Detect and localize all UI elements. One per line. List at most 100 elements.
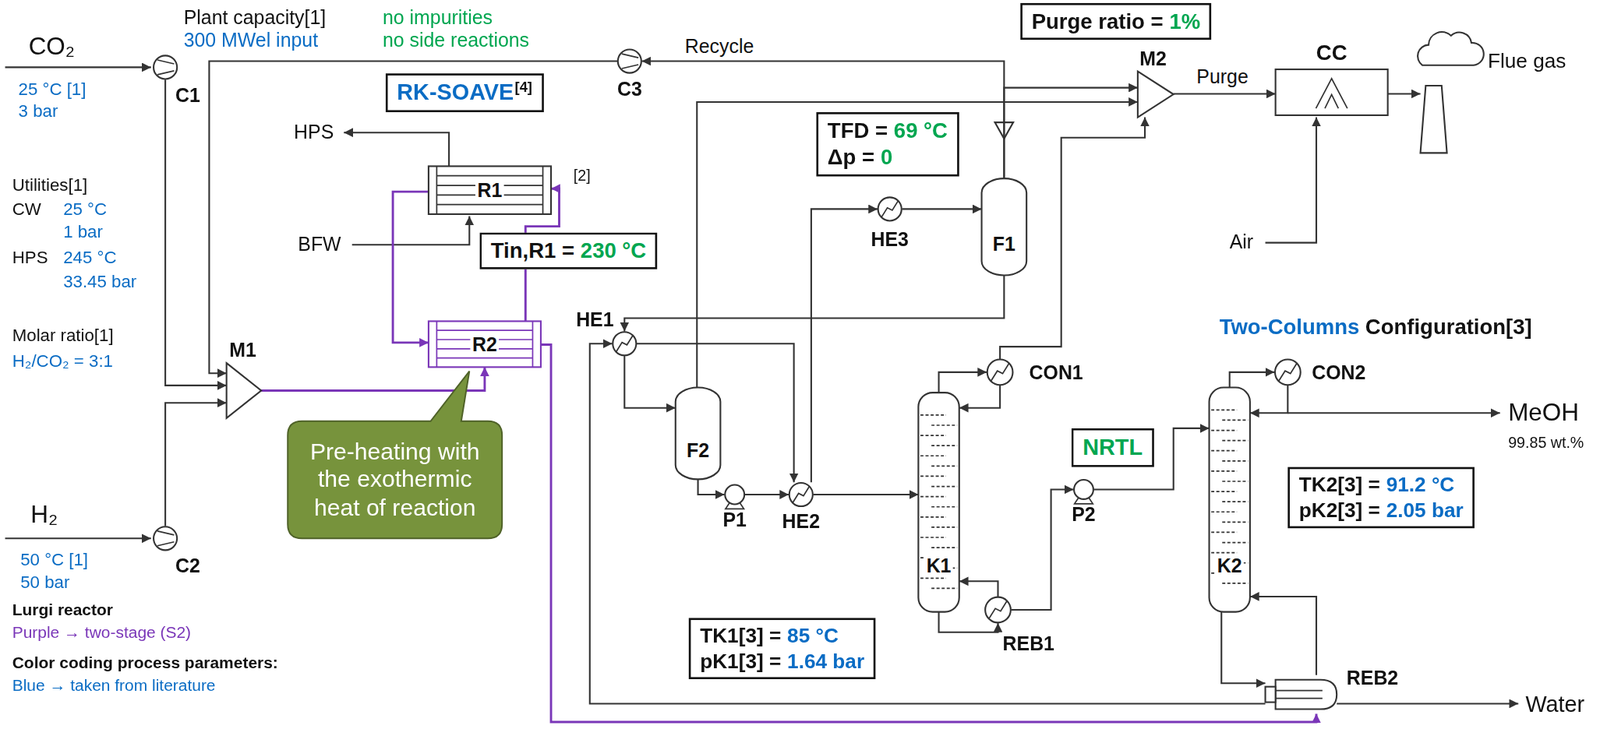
text-row: pK1[3] =1.64 bar (699, 649, 865, 675)
stream-label: Recycle (682, 35, 756, 59)
product-line (1287, 412, 1500, 414)
annotation-text: Purple → two-stage (S2) (12, 622, 191, 643)
distillation-column: K1 (918, 392, 959, 613)
exchanger-circle (789, 483, 813, 507)
callout-bubble (287, 371, 502, 540)
text-row: Tin,R1 =230 °C (490, 237, 647, 265)
flash-drum: F2 (675, 388, 721, 481)
parameter-text: 230 °C (580, 238, 647, 262)
vessel-outline (675, 388, 721, 481)
property-method-box: NRTL (1071, 428, 1155, 467)
stream-line (939, 372, 988, 393)
text-row: TK2[3] =91.2 °C (1299, 472, 1464, 499)
heat-exchanger-symbol (877, 197, 902, 222)
parameter-box: TK2[3] =91.2 °CpK2[3] =2.05 bar (1287, 467, 1475, 530)
equipment-label: REB2 (1346, 667, 1399, 690)
annotation-text: 245 °C (63, 247, 117, 269)
parameter-text: TK1[3] = (699, 624, 781, 647)
stream-line (261, 367, 485, 391)
parameter-text: 91.2 °C (1386, 473, 1456, 497)
annotation-text: Color coding process parameters: (12, 653, 279, 673)
exchanger-coil (988, 600, 1008, 620)
parameter-text: [4] (515, 78, 533, 96)
parameter-text: 1% (1169, 9, 1201, 33)
column-shell (1209, 388, 1251, 613)
parameter-text: RK-SOAVE (396, 80, 514, 106)
compressor-blades (157, 60, 174, 75)
condenser-symbol (1274, 359, 1301, 386)
stream-line (745, 494, 789, 496)
compressor-circle (153, 526, 177, 551)
stream-line (636, 343, 795, 483)
chimney (1420, 85, 1448, 153)
callout-note: Pre-heating with the exothermic heat of … (287, 421, 502, 540)
parameter-text: Δp = (827, 144, 875, 169)
exchanger-circle (985, 597, 1011, 624)
annotation-text: Plant capacity[1] (183, 7, 327, 31)
exchanger-coil (1278, 363, 1297, 382)
condenser: CON1 (986, 359, 1014, 386)
reboiler-tubes (1275, 691, 1323, 700)
annotation-text: 33.45 bar (63, 271, 137, 294)
compressor-circle (153, 55, 177, 79)
heat-exchanger: HE3 (877, 197, 902, 222)
kettle-reboiler: REB2 (1265, 675, 1338, 715)
exchanger-circle (878, 197, 902, 221)
stream-line (813, 494, 919, 496)
equipment-label: K1 (924, 554, 954, 578)
parameter-text: Tin,R1 = (490, 238, 575, 262)
feed-line (5, 537, 152, 540)
text-row: NRTL (1082, 433, 1143, 462)
reboiler-shell (1275, 680, 1338, 710)
property-method-box: RK-SOAVE[4] (385, 73, 544, 113)
annotation-text: Configuration[3] (1365, 313, 1533, 340)
burner-symbol (1315, 78, 1347, 109)
compressor: C3 (617, 49, 642, 74)
mixer-triangle (1137, 71, 1174, 118)
pump-casing (724, 485, 745, 506)
parameter-text: 85 °C (787, 624, 839, 647)
distillation-column-symbol (1209, 388, 1251, 613)
stream-line (1011, 489, 1074, 610)
pump-symbol (724, 484, 746, 506)
stream-line (1388, 92, 1421, 95)
reactor-tubes (436, 321, 533, 368)
reboiler: REB1 (984, 596, 1011, 624)
mixer-triangle (226, 363, 262, 419)
air-line (1265, 117, 1317, 244)
equipment-label: HE2 (782, 511, 820, 534)
equipment-label: CON2 (1311, 362, 1366, 385)
equipment-label: F1 (990, 233, 1018, 257)
condenser-symbol (986, 359, 1014, 386)
equipment-label: P2 (1071, 504, 1095, 527)
text-row: RK-SOAVE[4] (396, 78, 533, 107)
vessel-outline (981, 178, 1028, 276)
stream-line (1221, 612, 1265, 685)
equipment-label: HE1 (575, 309, 614, 333)
feed-line (5, 66, 152, 68)
annotation-text: H₂ (30, 500, 58, 530)
equipment-label: HE3 (871, 228, 909, 251)
equipment-label: P1 (722, 508, 746, 532)
compressor-blades (157, 531, 174, 547)
pump: P1 (724, 484, 746, 506)
annotation-text: Water (1525, 691, 1585, 719)
annotation-text: 50 bar (20, 573, 70, 595)
product-line (1336, 702, 1519, 705)
exchanger-coil (881, 200, 899, 218)
stream-line (540, 345, 1317, 723)
annotation-text: Molar ratio[1] (12, 326, 114, 348)
distillation-column: K2 (1209, 388, 1251, 613)
equipment-label: CC (1316, 40, 1348, 66)
text-row: TK1[3] = 85 °C (699, 623, 865, 650)
water-feed-line (352, 216, 470, 246)
flash-drum: F1 (981, 178, 1028, 276)
heat-exchanger-symbol (788, 482, 813, 507)
reactor: R1 (428, 166, 551, 215)
stream-line (1250, 596, 1317, 676)
annotation-text: Lurgi reactor (12, 600, 114, 620)
stream-line (901, 208, 982, 210)
equipment-label: CON1 (1029, 362, 1084, 385)
parameter-box: TFD =69 °CΔp =0 (815, 112, 959, 177)
reactor-shell (428, 166, 551, 215)
